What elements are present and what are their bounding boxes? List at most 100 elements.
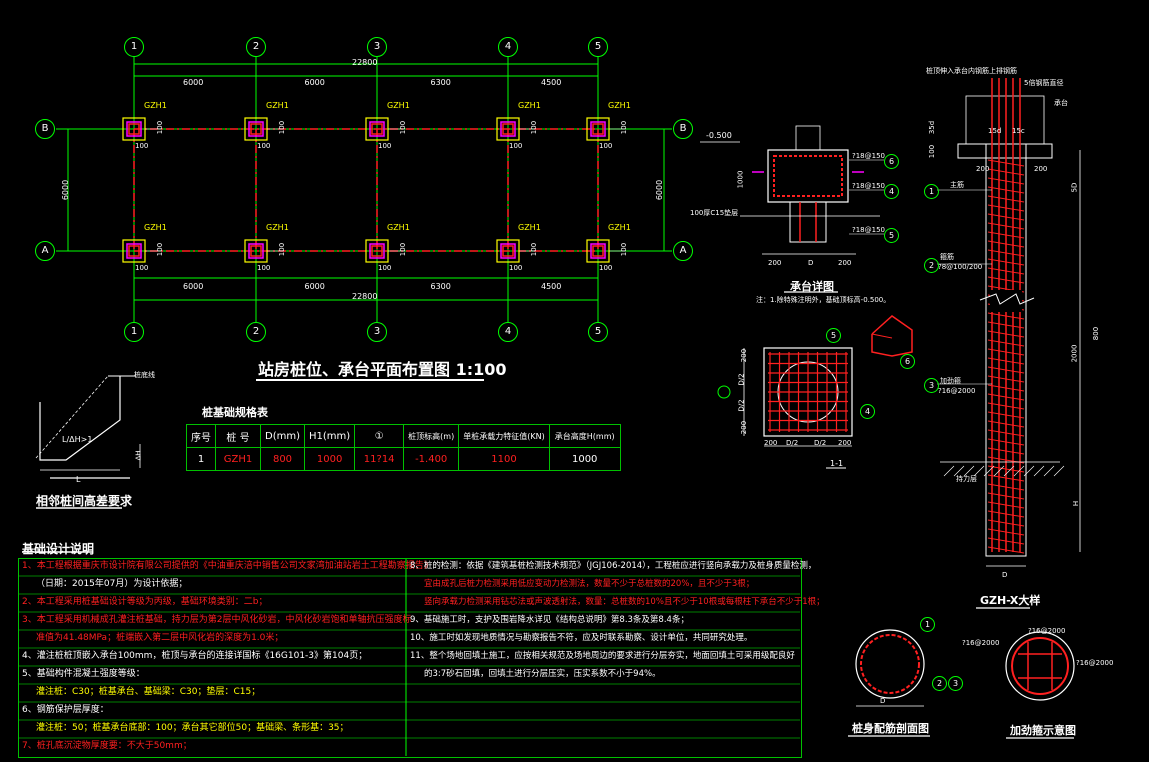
capplan-mark-6: 6 <box>900 354 915 369</box>
top-span-4: 4500 <box>541 78 562 87</box>
cap-rebar2: ?18@150 <box>852 182 885 190</box>
elev-stirrup-439 <box>987 438 1025 446</box>
axis-bubble-a-left: A <box>35 241 55 261</box>
elev-hatch-0 <box>943 465 955 477</box>
elev-stirrup-448 <box>987 447 1025 455</box>
pile-a-2-tag: GZH1 <box>266 223 289 232</box>
elev-dim-h: H <box>1072 500 1081 507</box>
bottom-span-1: 6000 <box>183 282 204 291</box>
capplan-db2: D/2 <box>814 439 827 447</box>
stiffener-ring <box>1011 637 1069 695</box>
elev-dim-800: 800 <box>1092 326 1101 341</box>
elev-hatch-9 <box>1033 465 1045 477</box>
pile-a-5-red <box>592 245 604 257</box>
elev-stirrup-529 <box>987 528 1025 536</box>
elev-label-add: 加劲箍 <box>940 377 961 385</box>
notes-title: 基础设计说明 <box>22 542 95 556</box>
capplan-title: 1-1 <box>830 459 844 468</box>
elev-stirrup-367 <box>987 366 1025 374</box>
note-left-3: 2、本工程采用桩基础设计等级为丙级，基础环境类别：二b； <box>22 597 268 607</box>
cap-cushion: 100厚C15垫层 <box>690 209 739 217</box>
axis-bubble-top-3: 3 <box>367 37 387 57</box>
cap-detail-title: 承台详图 <box>790 280 834 293</box>
pile-a-2-magenta <box>248 243 264 259</box>
elev-dim-35d: 35d <box>928 120 937 135</box>
pile-b-3-red <box>371 123 383 135</box>
axis-bubble-top-4: 4 <box>498 37 518 57</box>
total-top: 22800 <box>352 58 378 67</box>
pile-b-5-tag: GZH1 <box>608 101 631 110</box>
capplan-mark-5: 5 <box>826 328 841 343</box>
elev-stirrup-547 <box>987 546 1025 554</box>
capplan-db0: 200 <box>764 439 778 447</box>
pile-b-4-tag: GZH1 <box>518 101 541 110</box>
elev-note-right: 5倍钢筋直径 <box>1024 79 1064 87</box>
note-right-10: 竖向承载力检测采用钻芯法或声波透射法，数量：总桩数的10%且不少于10根或每根柱… <box>424 597 825 607</box>
note-left-10: 灌注桩：50；桩基承台底部：100；承台其它部位50；基础梁、条形基：35； <box>36 723 349 733</box>
pile-b-3-magenta <box>369 121 385 137</box>
elev-hatch-6 <box>1003 465 1015 477</box>
cap-pile <box>789 201 827 243</box>
elev-stirrup-196 <box>987 195 1025 203</box>
elev-stirrup-241 <box>987 240 1025 248</box>
note-left-1: 1、本工程根据重庆市设计院有限公司提供的《中油重庆涪中销售公司文家湾加油站岩土工… <box>22 561 433 571</box>
elev-stirrup-502 <box>987 501 1025 509</box>
cap-dim-right: 200 <box>838 259 852 267</box>
note-left-2: （日期：2015年07月）为设计依据； <box>36 579 188 589</box>
elev-stirrup-520 <box>987 519 1025 527</box>
th-no: 序号 <box>186 424 216 448</box>
elev-stirrup-484 <box>987 483 1025 491</box>
pile-b-2-dim: 100 <box>257 142 271 150</box>
elev-lap1: 15d <box>988 127 1002 135</box>
pile-a-3-dim-v: 100 <box>399 242 408 257</box>
th-cap: 单桩承载力特征值(KN) <box>458 424 550 448</box>
elev-stirrup-538 <box>987 537 1025 545</box>
capplan-dl3: 200 <box>740 420 749 435</box>
note-left-9: 6、钢筋保护层厚度： <box>22 705 109 715</box>
axis-bubble-top-1: 1 <box>124 37 144 57</box>
elev-dim-200: 200 <box>1034 165 1048 173</box>
stiffener-outline <box>1005 631 1075 701</box>
capplan-dl2: D/2 <box>737 399 746 412</box>
elev-stirrup-421 <box>987 420 1025 428</box>
pile-a-1-magenta <box>126 243 142 259</box>
axis-bubble-bottom-3: 3 <box>367 322 387 342</box>
elev-stirrup-430 <box>987 429 1025 437</box>
section-rebar <box>860 634 920 694</box>
elev-hatch-10 <box>1043 465 1055 477</box>
pile-b-5-magenta <box>590 121 606 137</box>
th-pile: 桩 号 <box>215 424 261 448</box>
section-mark-3: 3 <box>948 676 963 691</box>
total-bottom: 22800 <box>352 292 378 301</box>
pile-a-1-tag: GZH1 <box>144 223 167 232</box>
td-rebar: 11?14 <box>354 447 405 471</box>
note-right-9: 宜由成孔后桩力检测采用低应变动力检测法，数量不少于总桩数的20%，且不少于3根； <box>424 579 755 589</box>
note-left-8: 灌注桩：C30；桩基承台、基础梁：C30；垫层：C15； <box>36 687 261 697</box>
pile-b-2-red <box>250 123 262 135</box>
pile-a-5-tag: GZH1 <box>608 223 631 232</box>
elev-stirrup-493 <box>987 492 1025 500</box>
elev-cap-line <box>957 143 1053 159</box>
axis-bubble-top-2: 2 <box>246 37 266 57</box>
axis-bubble-bottom-1: 1 <box>124 322 144 342</box>
stiffener-r1: ?16@2000 <box>1028 627 1066 635</box>
cap-rebar3: ?18@150 <box>852 226 885 234</box>
cap-column <box>795 125 821 151</box>
cap-dim-mid: D <box>808 259 814 267</box>
elev-stirrup-511 <box>987 510 1025 518</box>
elev-hatch-8 <box>1023 465 1035 477</box>
section-title: 桩身配筋剖面图 <box>852 722 929 735</box>
capplan-outline <box>763 347 853 437</box>
pile-a-4-red <box>502 245 514 257</box>
elev-hatch-7 <box>1013 465 1025 477</box>
elev-stirrup-385 <box>987 384 1025 392</box>
td-d: 800 <box>260 447 305 471</box>
td-height: 1000 <box>548 447 621 471</box>
pile-b-5-red <box>592 123 604 135</box>
pile-table-header: 序号 桩 号 D(mm) H1(mm) ① 桩顶标高(m) 单桩承载力特征值(K… <box>186 424 621 448</box>
elev-stirrup-403 <box>987 402 1025 410</box>
capplan-axis <box>717 385 731 399</box>
elev-stirrup-232 <box>987 231 1025 239</box>
top-span-1: 6000 <box>183 78 204 87</box>
